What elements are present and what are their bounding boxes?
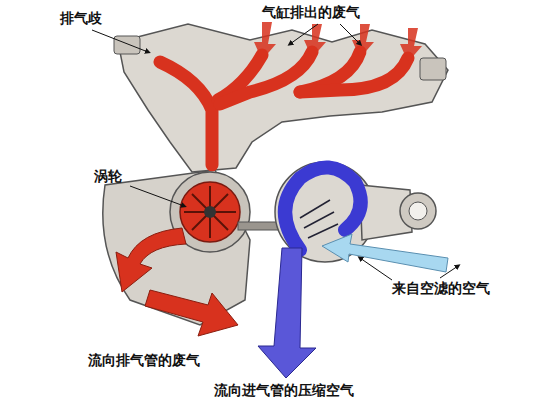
exhaust-flow: [160, 62, 212, 165]
leader-line: [130, 186, 184, 206]
cylinder-exhaust-arrow: [254, 22, 422, 62]
leader-line: [360, 258, 392, 280]
leader-line: [440, 266, 458, 278]
intake-air-arrow: [322, 234, 448, 272]
cylinder-exhaust-arrow: [400, 28, 422, 62]
compressor-wheel: [300, 200, 338, 238]
part-label: 排气歧: [60, 10, 102, 27]
exhaust-manifold: [118, 24, 448, 172]
compressed-air-arrow: [258, 248, 316, 378]
manifold-flange: [114, 36, 140, 54]
leader-line: [290, 24, 318, 44]
exhaust-outlet-arrow: [145, 290, 238, 336]
exhaust-outlet-arrow: [116, 228, 186, 292]
compressor-inlet: [400, 193, 436, 229]
leader-line: [92, 24, 458, 280]
cylinder-exhaust-arrow: [304, 24, 326, 58]
part-label: 流向进气管的压缩空气: [214, 382, 354, 399]
leader-line: [92, 30, 148, 52]
leader-line: [340, 24, 360, 44]
part-label: 来自空滤的空气: [392, 280, 490, 297]
part-label: 流向排气管的废气: [88, 352, 200, 369]
manifold-flange: [420, 58, 446, 80]
compressor-inlet: [409, 202, 427, 220]
exhaust-flow: [160, 52, 408, 165]
cylinder-exhaust-arrow: [254, 22, 276, 60]
exhaust-flow: [300, 58, 408, 92]
cylinder-exhaust-arrow: [352, 24, 374, 58]
turbine-hub: [204, 206, 216, 218]
turbine-blades: [184, 186, 236, 238]
part-label: 涡轮: [94, 168, 122, 185]
turbine-wheel: [180, 182, 240, 242]
part-label: 气缸排出的废气: [262, 4, 360, 21]
